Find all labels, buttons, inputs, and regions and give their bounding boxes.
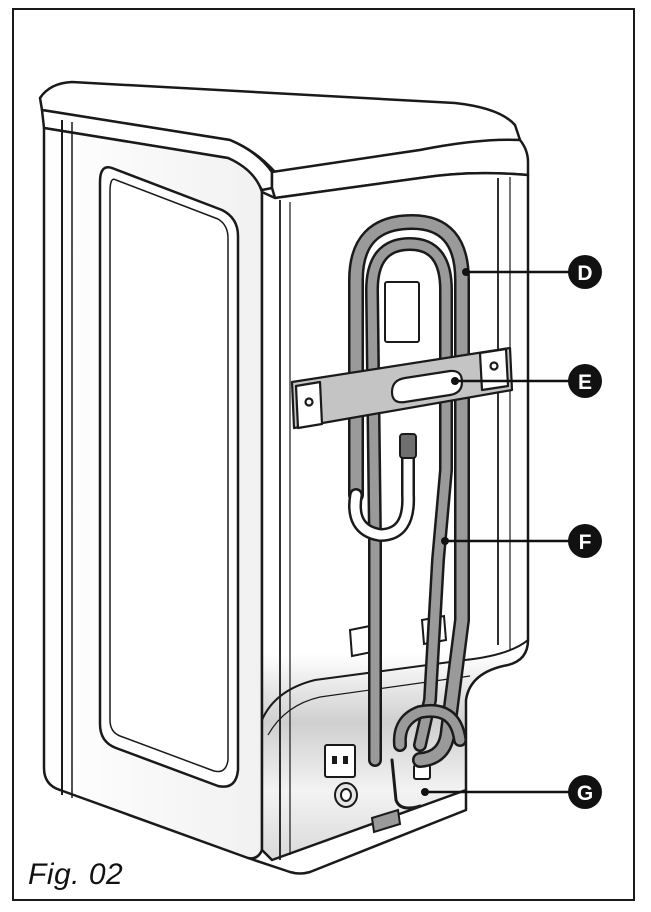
inlet-hose-inner-fill — [367, 239, 451, 765]
callout-g-badge — [568, 775, 602, 809]
callout-g-dot — [421, 788, 429, 796]
callout-e-label: E — [578, 371, 592, 394]
socket-slot-b — [343, 756, 348, 764]
rear-fittings — [324, 281, 448, 834]
bracket-screw-right — [489, 361, 499, 371]
callout-d-dot — [462, 268, 470, 276]
callout-d-label: D — [577, 262, 592, 285]
hose-lower-bend-fill — [395, 706, 465, 750]
hose-end-cap — [399, 433, 417, 459]
callout-f-badge — [568, 524, 602, 558]
rear-lower-step-inner — [267, 675, 471, 736]
callout-d-badge — [568, 255, 602, 289]
hose-bracket — [290, 346, 514, 430]
side-recess-inner — [109, 178, 229, 773]
callouts: D E F G — [421, 255, 602, 809]
callout-e-dot — [451, 377, 459, 385]
figure-frame — [12, 8, 635, 901]
callout-g-label: G — [577, 782, 593, 805]
rating-plate — [384, 281, 420, 343]
callout-e-badge — [568, 364, 602, 398]
rear-lower-step — [261, 639, 529, 721]
figure-caption: Fig. 02 — [28, 858, 124, 891]
socket-box — [324, 744, 356, 778]
hose-to-base — [390, 758, 422, 810]
drain-hose-outer-fill — [350, 216, 468, 766]
bottom-tab — [370, 808, 402, 834]
hoses — [348, 213, 470, 810]
bracket-screw-left — [304, 397, 314, 407]
rear-panel — [260, 171, 530, 862]
side-recess-outer — [98, 166, 240, 788]
inlet-knob-center — [340, 788, 352, 802]
bottom-edge — [247, 790, 468, 875]
hose-u-hook-fill — [350, 443, 413, 540]
callout-f-dot — [441, 537, 449, 545]
socket-slot-a — [332, 756, 337, 764]
callout-f-label: F — [579, 531, 592, 554]
